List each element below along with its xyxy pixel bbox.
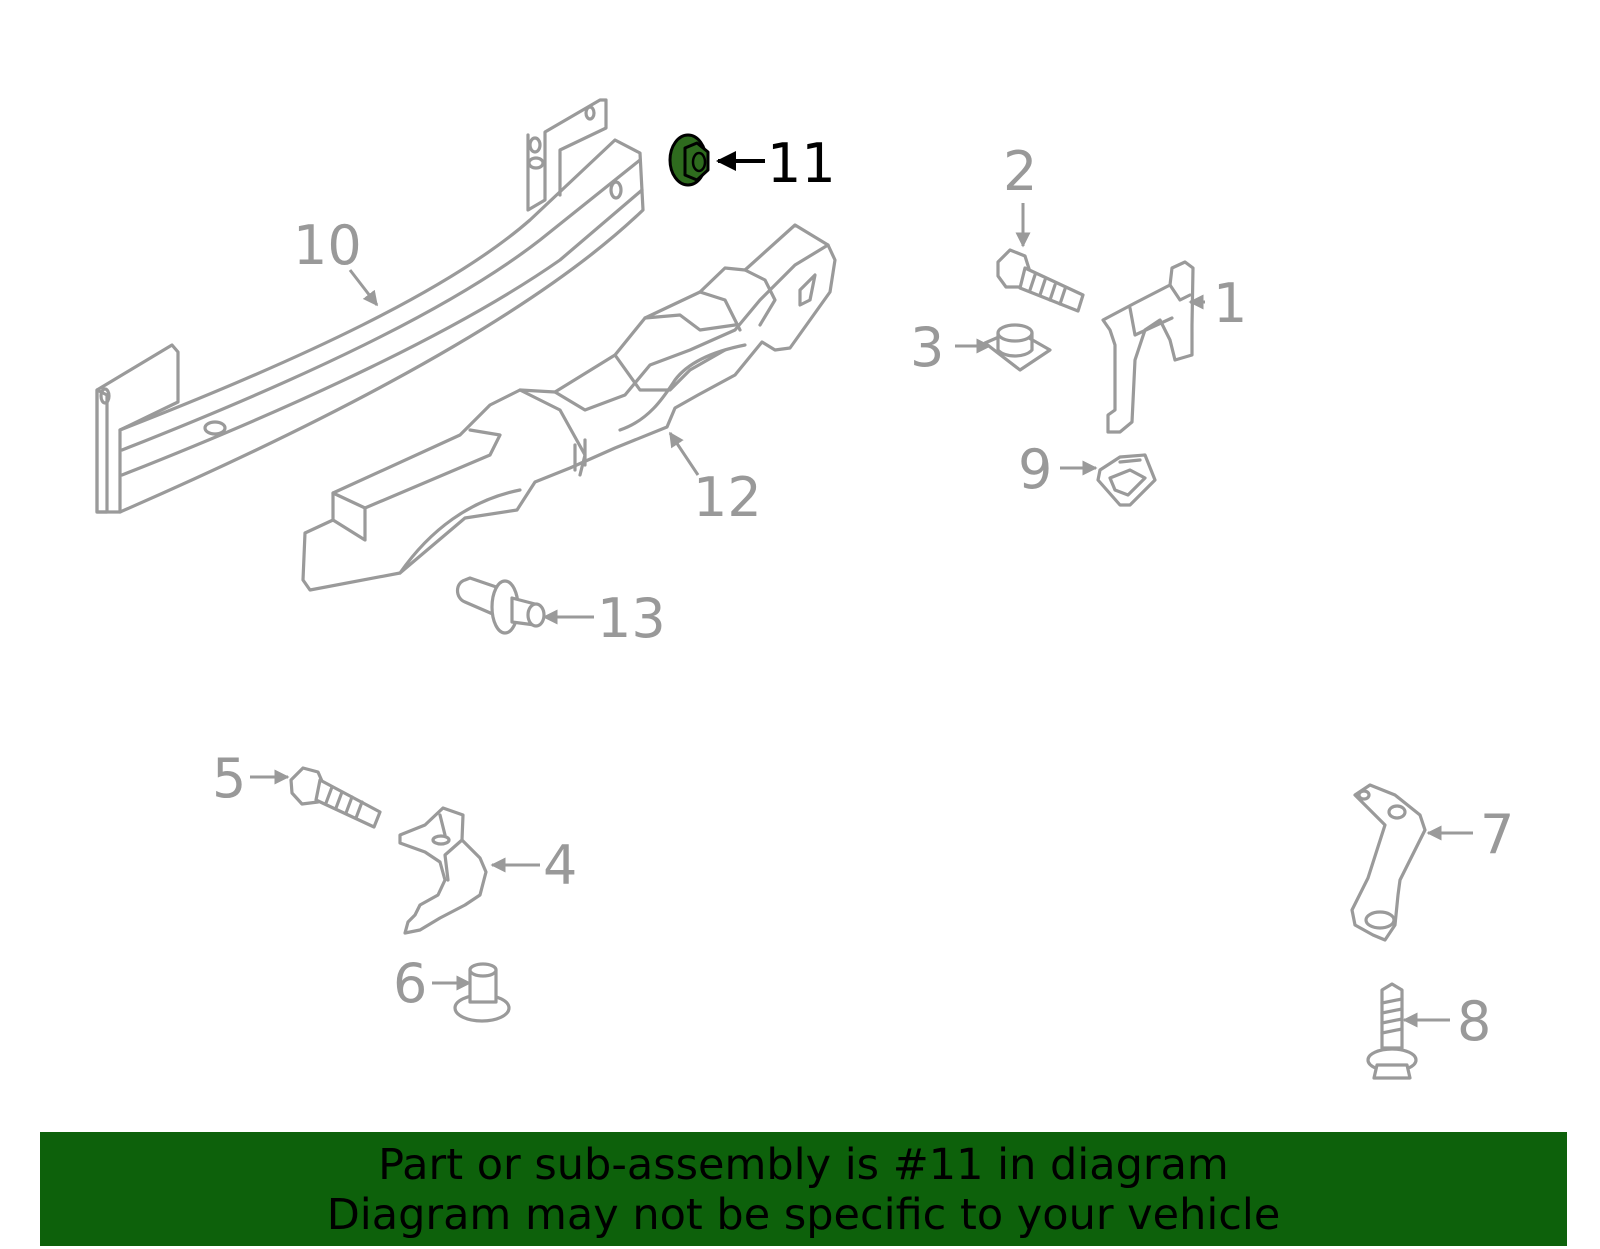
callout-1: 1 [1213,272,1247,335]
callout-6: 6 [393,952,427,1015]
callout-4: 4 [543,834,577,897]
callout-8: 8 [1457,990,1491,1053]
callout-10: 10 [293,214,362,277]
part-11-nut[interactable] [668,133,710,187]
part-10-bumper-reinforcement[interactable] [95,98,645,514]
part-9-bracket-piece[interactable] [1096,453,1157,507]
callout-12: 12 [693,466,762,529]
part-1-bracket[interactable] [1101,260,1195,434]
part-6-push-pin[interactable] [453,962,511,1023]
banner-line-2: Diagram may not be specific to your vehi… [326,1190,1281,1240]
callout-11: 11 [767,132,836,195]
leader-lines [250,151,1473,1028]
callout-9: 9 [1018,438,1052,501]
callout-13: 13 [597,587,666,650]
callout-7: 7 [1480,803,1514,866]
callout-5: 5 [212,747,246,810]
part-4-lower-bracket[interactable] [398,806,488,935]
part-13-clip[interactable] [455,576,546,635]
part-2-bolt[interactable] [996,248,1085,313]
part-3-clip-nut[interactable] [983,323,1052,372]
part-5-bolt[interactable] [289,766,382,829]
callout-3: 3 [910,316,944,379]
part-12-energy-absorber[interactable] [301,223,837,592]
callout-2: 2 [1003,140,1037,203]
banner-line-1: Part or sub-assembly is #11 in diagram [378,1140,1229,1190]
callout-numbers: 1 2 3 4 5 6 7 8 9 10 11 12 13 [212,132,1514,1053]
info-banner: Part or sub-assembly is #11 in diagram D… [40,1132,1567,1246]
part-8-bolt[interactable] [1366,982,1418,1080]
part-7-side-bracket[interactable] [1350,783,1427,942]
